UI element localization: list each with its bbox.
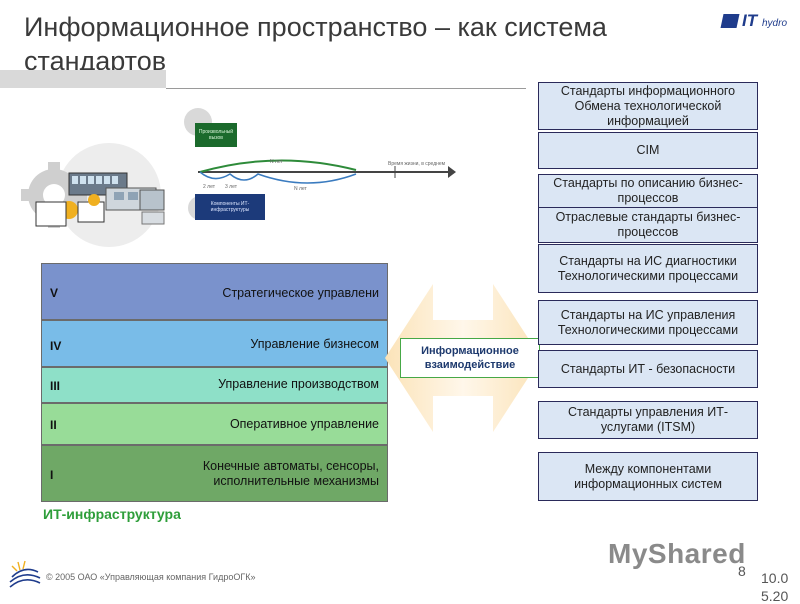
level-number: II	[50, 418, 57, 432]
level-label: Управление бизнесом	[250, 337, 379, 351]
logo-text: IT	[742, 11, 758, 30]
level-number: III	[50, 379, 61, 393]
level-number: IV	[50, 339, 62, 353]
standard-item: Стандарты на ИС диагностики Технологичес…	[538, 244, 758, 293]
label-a: 2 лет	[203, 184, 215, 190]
level-3: III Управление производством	[41, 367, 388, 403]
footer-date-line1: 10.0	[761, 570, 789, 586]
box-bottom: Компоненты ИТ-инфраструктуры	[195, 194, 265, 220]
standard-item: Между компонентами информационных систем	[538, 452, 758, 501]
footer-date-line2: 5.20	[761, 588, 789, 604]
footer-copyright: © 2005 ОАО «Управляющая компания ГидроОГ…	[46, 572, 256, 582]
standard-item: Стандарты на ИС управления Технологическ…	[538, 300, 758, 345]
page-title: Информационное пространство – как систем…	[24, 10, 724, 78]
label-right: Время жизни, в среднем	[388, 161, 446, 167]
logo-mark-icon	[720, 14, 740, 28]
watermark: MyShared	[608, 538, 746, 569]
level-2: II Оперативное управление	[41, 403, 388, 445]
level-5: V Стратегическое управлени	[41, 263, 388, 320]
box-top: Произвольный вызов	[195, 123, 237, 147]
hydroogk-logo-icon	[9, 560, 41, 588]
factory-illustration	[21, 143, 165, 247]
info-exchange-box: Информационное взаимодействие	[400, 338, 540, 378]
level-1: I Конечные автоматы, сенсоры, исполнител…	[41, 445, 388, 502]
standard-item: Отраслевые стандарты бизнес-процессов	[538, 207, 758, 243]
level-label: Стратегическое управлени	[222, 286, 379, 300]
label-b: 3 лет	[225, 184, 237, 190]
level-number: I	[50, 468, 54, 482]
level-label: Конечные автоматы, сенсоры, исполнительн…	[202, 459, 379, 488]
level-label: Оперативное управление	[229, 417, 379, 431]
bottom-arcs	[199, 171, 357, 184]
title-divider	[166, 88, 526, 89]
gear-icon	[88, 194, 100, 206]
standard-item: Стандарты по описанию бизнес-процессов	[538, 174, 758, 208]
level-number: V	[50, 286, 59, 300]
page-number: 8	[738, 563, 746, 579]
title-underline-bar	[0, 70, 166, 88]
label-c: N лет	[294, 186, 307, 192]
label-top: N лет	[270, 159, 283, 165]
top-arc	[199, 159, 357, 173]
timeline-arrow-icon	[448, 166, 456, 178]
standard-item: Стандарты управления ИТ-услугами (ITSM)	[538, 401, 758, 439]
infra-label: ИТ-инфраструктура	[43, 506, 181, 522]
standard-item: Стандарты ИТ - безопасности	[538, 350, 758, 388]
level-4: IV Управление бизнесом	[41, 320, 388, 367]
ithydro-logo: IT hydro	[720, 10, 792, 34]
standard-item: CIM	[538, 132, 758, 169]
level-label: Управление производством	[218, 377, 379, 391]
standard-item: Стандарты информационного Обмена техноло…	[538, 82, 758, 130]
title-line-1: Информационное пространство – как систем…	[24, 12, 607, 42]
logo-subtext: hydro	[762, 18, 788, 29]
